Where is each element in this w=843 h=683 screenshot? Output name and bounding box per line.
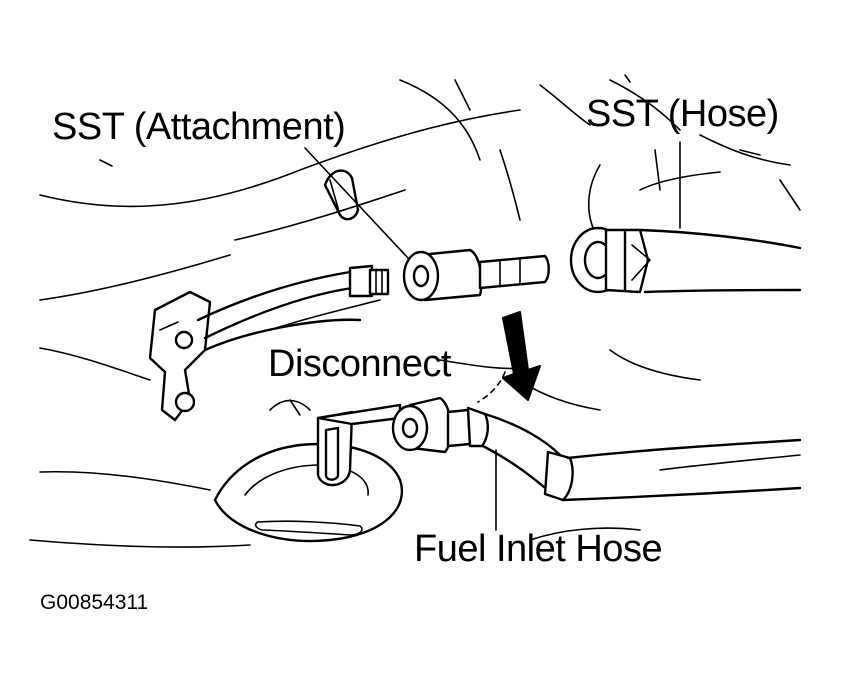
guide-dashed-line — [477, 371, 506, 403]
sst-attachment-part — [402, 248, 550, 302]
label-fuel-inlet-hose: Fuel Inlet Hose — [414, 528, 663, 570]
steel-fuel-pipe — [196, 264, 390, 352]
figure-id: G00854311 — [40, 591, 149, 614]
fuel-inlet-hose-part — [481, 412, 802, 531]
lower-bracket — [316, 403, 402, 487]
down-arrow-icon — [502, 311, 541, 401]
label-disconnect: Disconnect — [268, 343, 451, 385]
label-sst-attachment: SST (Attachment) — [52, 106, 346, 148]
label-sst-hose: SST (Hose) — [586, 93, 779, 135]
fuel-union-fitting — [391, 396, 490, 454]
background-panels — [29, 74, 801, 548]
sst-hose-part — [569, 226, 802, 294]
leader-sst-attachment — [304, 147, 409, 259]
leader-lines — [304, 141, 681, 259]
retaining-clip — [323, 169, 360, 221]
fuel-line-bracket — [148, 290, 212, 422]
